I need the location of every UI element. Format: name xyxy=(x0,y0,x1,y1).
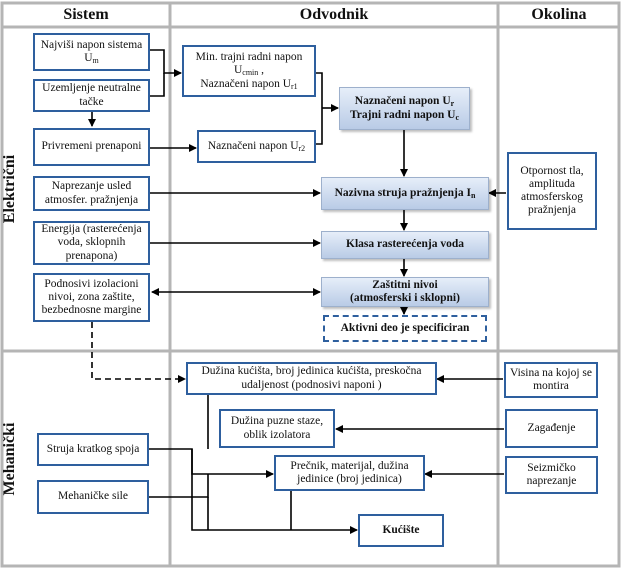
node-precnik: Prečnik, materijal, dužina jedinice (bro… xyxy=(274,455,425,491)
node-privremeni: Privremeni prenaponi xyxy=(33,128,150,166)
node-visina: Visina na kojoj se montira xyxy=(504,362,598,398)
node-uzemljenje: Uzemljenje neutralne tačke xyxy=(33,79,150,112)
node-najvisi-napon: Najviši napon sistema Um xyxy=(33,33,150,71)
node-zastitni-a: Zaštitni nivoi xyxy=(372,278,438,291)
column-header-okolina: Okolina xyxy=(531,6,587,23)
node-kuciste: Kućište xyxy=(358,514,444,547)
node-naznaceni-ur2-text: Naznačeni napon U xyxy=(207,139,299,152)
node-min-trajni-a: Min. trajni radni napon U xyxy=(195,51,303,77)
connectors xyxy=(88,49,506,534)
node-min-trajni-b: Naznačeni napon U xyxy=(200,77,291,90)
node-najvisi-napon-text: Najviši napon sistema U xyxy=(40,38,143,64)
node-otpornost: Otpornost tla, amplituda atmosferskog pr… xyxy=(507,152,597,230)
node-nazivna-struja-text: Nazivna struja pražnjenja I xyxy=(334,186,471,199)
node-naznaceni-ur: Naznačeni napon Ur Trajni radni napon Uc xyxy=(339,87,470,130)
node-naznaceni-ur-a: Naznačeni napon U xyxy=(354,95,451,108)
node-mehanicke-sile: Mehaničke sile xyxy=(37,480,149,514)
node-energija: Energija (rasterećenja voda, sklopnih pr… xyxy=(33,221,150,265)
node-zastitni: Zaštitni nivoi (atmosferski i sklopni) xyxy=(321,277,489,307)
node-zastitni-b: (atmosferski i sklopni) xyxy=(350,292,460,304)
node-napr-praznjenja: Naprezanje usled atmosfer. pražnjenja xyxy=(33,176,150,211)
node-naznaceni-ur2: Naznačeni napon Ur2 xyxy=(197,130,316,163)
section-label-elektricni: Električni xyxy=(1,154,18,224)
node-seizmicko: Seizmičko naprezanje xyxy=(505,456,598,494)
node-podnosivi: Podnosivi izolacioni nivoi, zona zaštite… xyxy=(33,273,150,322)
node-min-trajni: Min. trajni radni napon Ucmin , Naznačen… xyxy=(182,45,316,97)
node-aktivni: Aktivni deo je specificiran xyxy=(323,315,487,342)
node-naznaceni-ur-b: Trajni radni napon U xyxy=(349,108,456,121)
node-nazivna-struja: Nazivna struja pražnjenja In xyxy=(321,177,489,210)
column-header-odvodnik: Odvodnik xyxy=(299,6,369,23)
node-duzina-puzne: Dužina puzne staze, oblik izolatora xyxy=(219,409,335,448)
node-klasa: Klasa rasterećenja voda xyxy=(321,231,489,259)
node-struja-kratkog: Struja kratkog spoja xyxy=(37,433,149,466)
node-najvisi-napon-sub: m xyxy=(92,56,99,65)
column-header-sistem: Sistem xyxy=(63,6,109,23)
section-label-mehanicki: Mehanički xyxy=(1,422,18,496)
node-duzina-kucista: Dužina kućišta, broj jedinica kućišta, p… xyxy=(186,362,437,395)
node-zagadjenje: Zagađenje xyxy=(505,409,598,448)
